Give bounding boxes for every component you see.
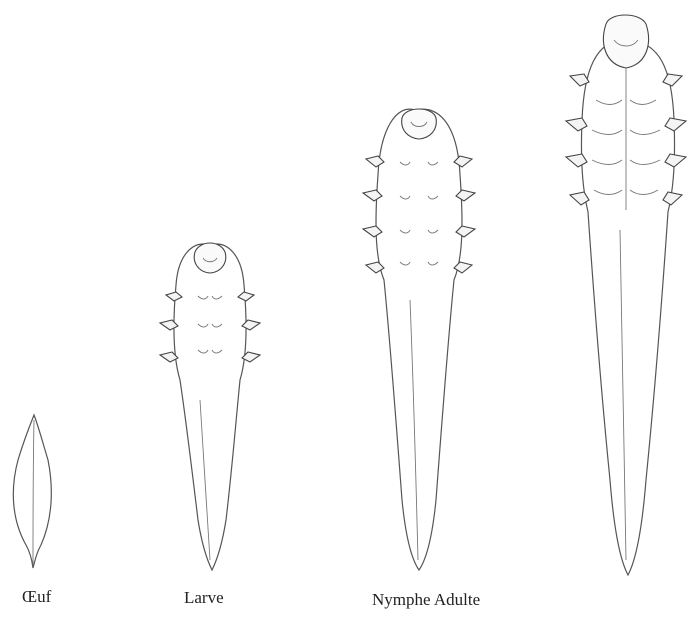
larva-drawing bbox=[160, 243, 260, 570]
larva-label: Larve bbox=[184, 588, 224, 608]
egg-label: Œuf bbox=[22, 587, 51, 607]
nymph-drawing bbox=[363, 109, 475, 570]
nymph-adult-label: Nymphe Adulte bbox=[372, 590, 480, 610]
egg-drawing bbox=[13, 415, 51, 568]
adult-drawing bbox=[566, 15, 686, 575]
